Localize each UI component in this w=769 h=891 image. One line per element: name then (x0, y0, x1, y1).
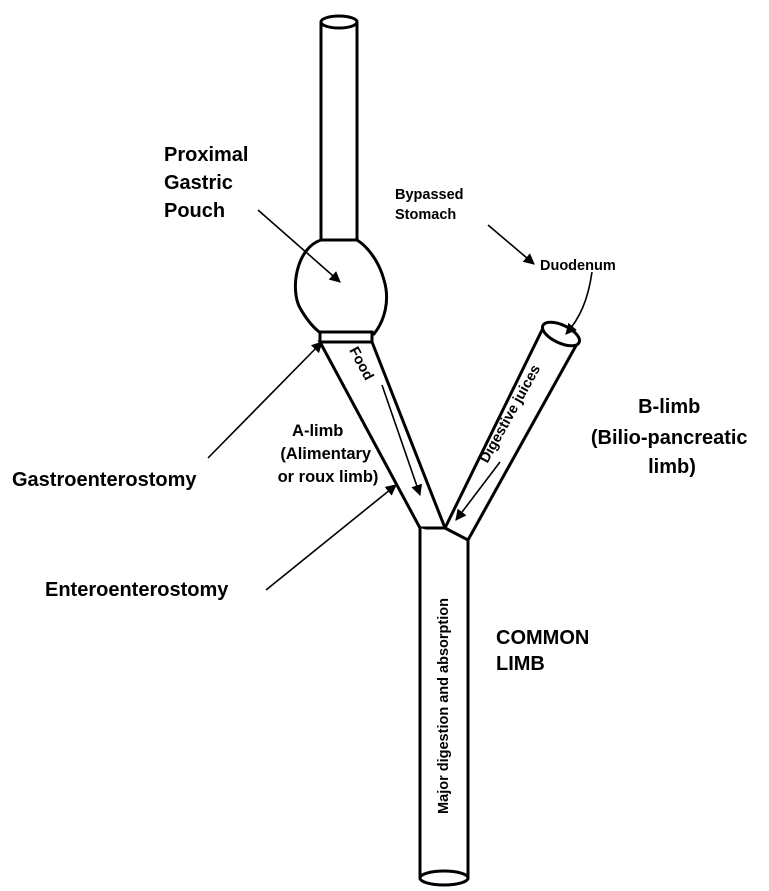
common-limb-label: COMMON LIMB (496, 627, 595, 675)
gastroenterostomy-pointer-arrow (208, 342, 322, 458)
pouch-label: Proximal Gastric Pouch (164, 144, 254, 222)
common-limb-end (420, 871, 468, 885)
duodenum-pointer-arrow (566, 272, 592, 334)
enteroenterostomy-label: Enteroenterostomy (45, 579, 229, 601)
bypassed-stomach-label: Bypassed Stomach (395, 187, 468, 223)
gastroenterostomy-label: Gastroenterostomy (12, 469, 197, 491)
major-digestion-label: Major digestion and absorption (436, 598, 452, 814)
a-limb-label: A-limb (Alimentary or roux limb) (278, 422, 379, 486)
enteroenterostomy-pointer-arrow (266, 485, 396, 590)
esophagus (321, 16, 357, 260)
stomach-pointer-arrow (488, 225, 534, 264)
b-limb-label: B-limb (Bilio-pancreatic limb) (591, 396, 753, 478)
duodenum-label: Duodenum (540, 258, 616, 274)
